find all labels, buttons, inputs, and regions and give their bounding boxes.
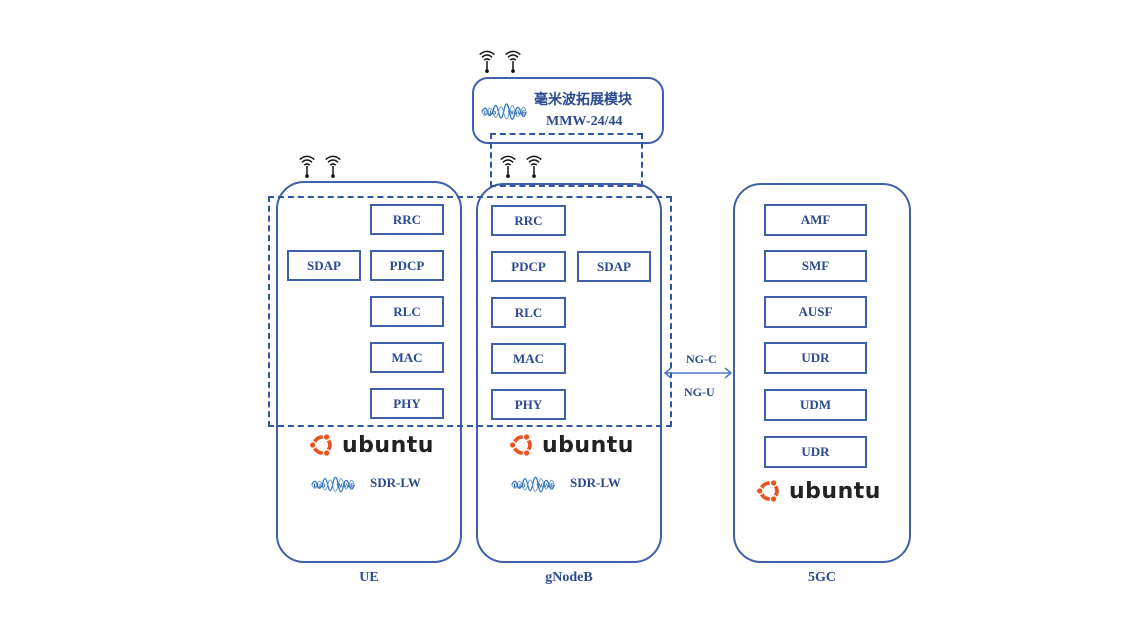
gnb-sdr-label: SDR-LW <box>570 475 621 490</box>
ubuntu-logo-icon <box>755 477 783 505</box>
gnb-os-label: ubuntu <box>542 432 634 458</box>
ue-label: UE <box>359 570 379 585</box>
ubuntu-logo-icon <box>308 431 336 459</box>
gnb-ubuntu-logo: ubuntu <box>508 431 634 459</box>
gnb-rrc-box: RRC <box>491 205 566 236</box>
mmw-connection-dashed-box <box>490 133 643 187</box>
ng-u-label: NG-U <box>684 385 715 399</box>
core-ubuntu-logo: ubuntu <box>755 477 881 505</box>
gnb-mac-box: MAC <box>491 343 566 374</box>
ubuntu-logo-icon <box>508 431 536 459</box>
ue-pdcp-box: PDCP <box>370 250 444 281</box>
core-ausf-box: AUSF <box>764 296 867 328</box>
ue-phy-box: PHY <box>370 388 444 419</box>
luowave-logo-icon <box>510 468 556 498</box>
gnb-rlc-box: RLC <box>491 297 566 328</box>
core-udm-box: UDM <box>764 389 867 421</box>
ue-sdr-label: SDR-LW <box>370 475 421 490</box>
ng-c-label: NG-C <box>686 352 717 366</box>
ue-sdap-box: SDAP <box>287 250 361 281</box>
double-arrow-icon <box>663 367 733 379</box>
core-label: 5GC <box>808 570 836 585</box>
gnb-sdap-box: SDAP <box>577 251 651 282</box>
luowave-logo-icon <box>310 468 356 498</box>
antenna-icon <box>502 48 524 74</box>
mmw-title: 毫米波拓展模块 <box>534 92 632 108</box>
gnb-pdcp-box: PDCP <box>491 251 566 282</box>
ue-os-label: ubuntu <box>342 432 434 458</box>
gnb-sdr-logo: SDR-LW <box>510 468 621 498</box>
ue-rlc-box: RLC <box>370 296 444 327</box>
antenna-icon <box>476 48 498 74</box>
antenna-icon <box>322 153 344 179</box>
antenna-icon <box>296 153 318 179</box>
ue-mac-box: MAC <box>370 342 444 373</box>
core-udr-box: UDR <box>764 342 867 374</box>
luowave-logo-icon <box>480 95 528 125</box>
mmw-module: 毫米波拓展模块 MMW-24/44 <box>472 77 664 144</box>
core-amf-box: AMF <box>764 204 867 236</box>
core-udr-box-2: UDR <box>764 436 867 468</box>
core-smf-box: SMF <box>764 250 867 282</box>
ue-rrc-box: RRC <box>370 204 444 235</box>
mmw-model: MMW-24/44 <box>546 114 623 129</box>
gnb-label: gNodeB <box>545 570 593 585</box>
gnb-phy-box: PHY <box>491 389 566 420</box>
radio-stack-dashed-box <box>268 196 672 427</box>
ue-sdr-logo: SDR-LW <box>310 468 421 498</box>
ue-ubuntu-logo: ubuntu <box>308 431 434 459</box>
core-os-label: ubuntu <box>789 478 881 504</box>
